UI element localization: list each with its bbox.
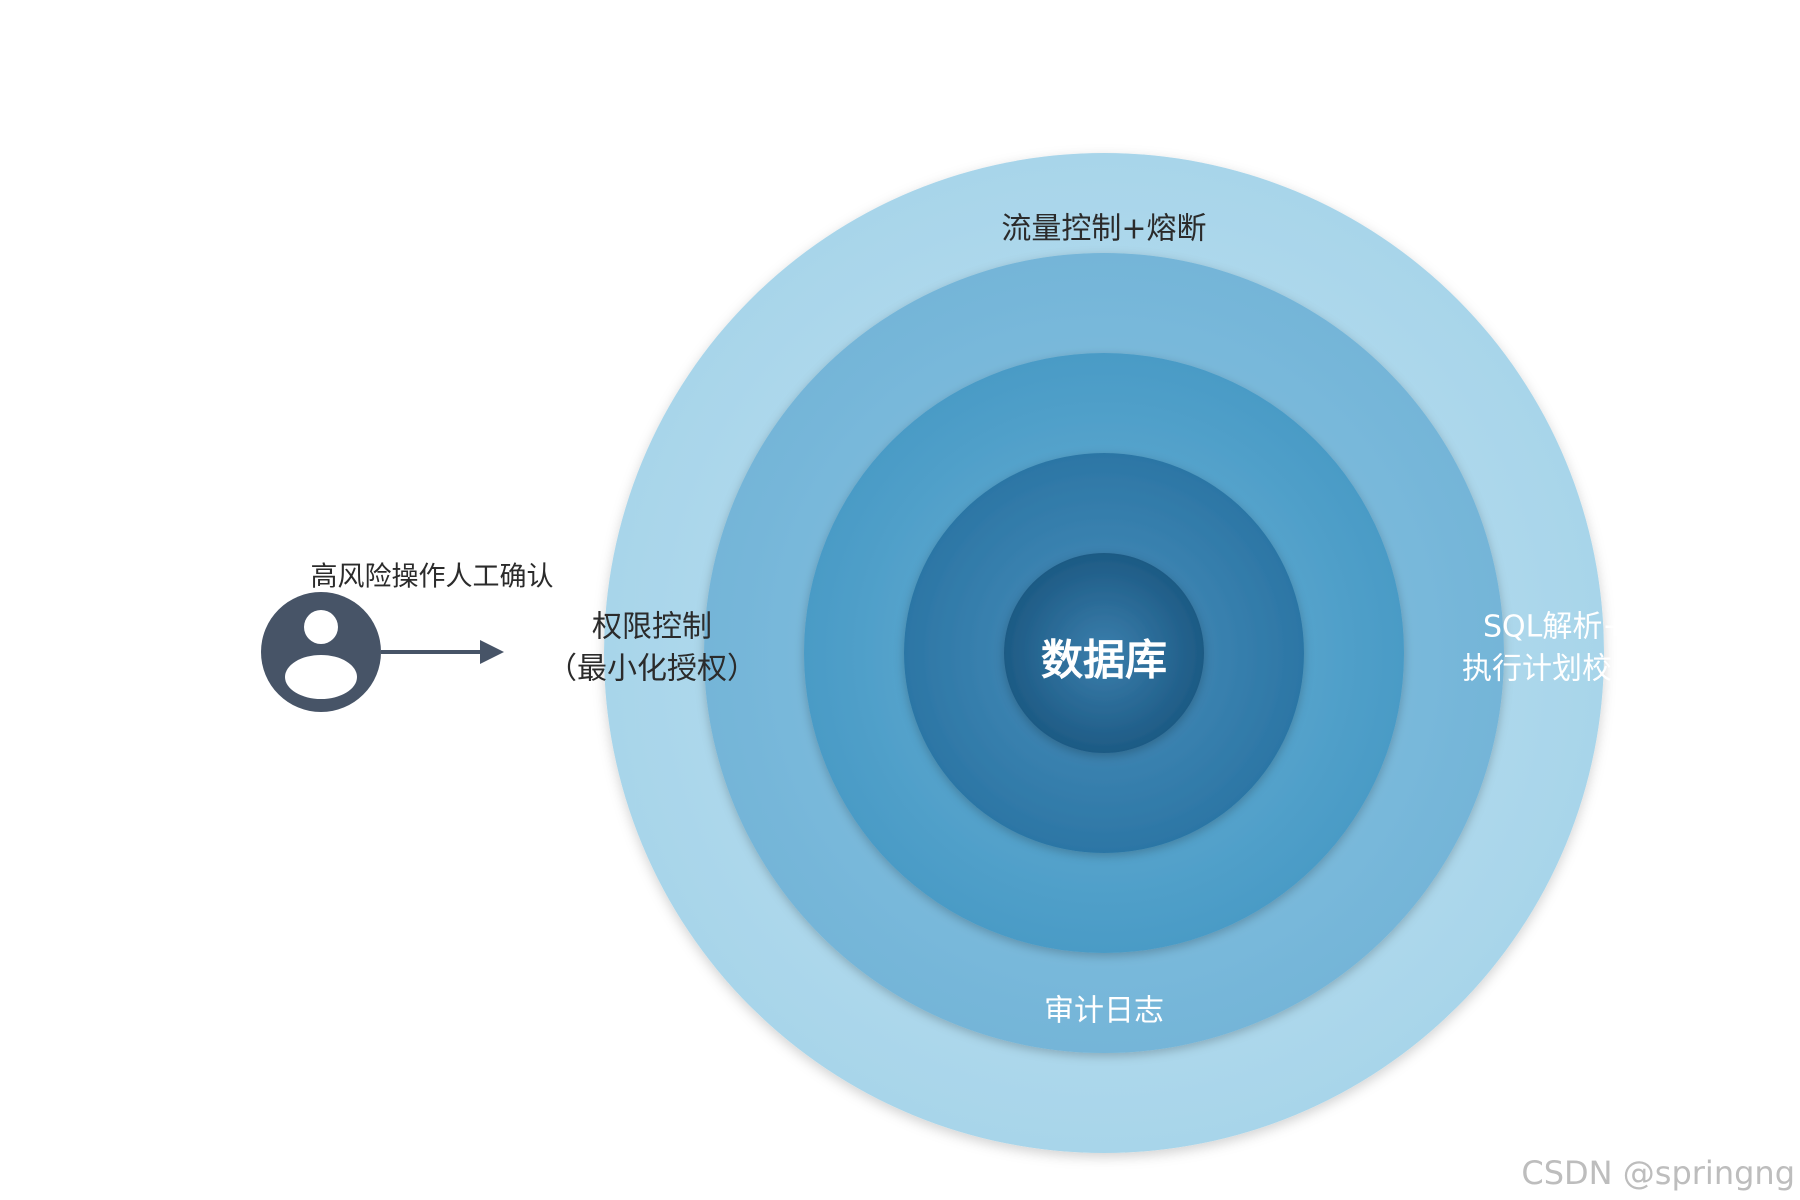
watermark: CSDN @springng xyxy=(1521,1154,1795,1192)
core-database xyxy=(1004,553,1204,753)
user-label: 高风险操作人工确认 xyxy=(311,562,554,593)
label-permission-line1: 权限控制 xyxy=(592,610,712,645)
core-label: 数据库 xyxy=(1041,636,1167,685)
arrow-right-icon xyxy=(381,640,504,664)
label-flow-control: 流量控制+熔断 xyxy=(1001,212,1206,247)
label-audit-log: 审计日志 xyxy=(1044,994,1164,1029)
label-sql-line2: 执行计划校 xyxy=(1462,652,1612,687)
user-icon xyxy=(261,592,381,712)
label-sql-line1: SQL解析+ xyxy=(1483,610,1628,645)
label-permission-line2: （最小化授权） xyxy=(547,652,757,687)
